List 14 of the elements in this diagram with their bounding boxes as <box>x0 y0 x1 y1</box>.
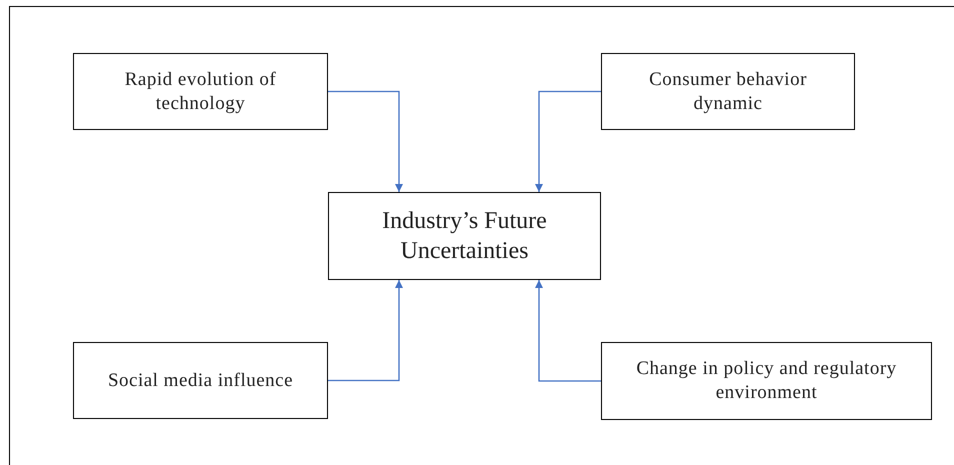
arrow <box>535 90 601 192</box>
arrow <box>328 90 403 192</box>
box-label: Consumer behavior dynamic <box>648 68 808 116</box>
process-box <box>73 342 328 419</box>
box-label: Social media influence <box>106 368 294 392</box>
process-box <box>328 192 601 280</box>
process-box <box>73 53 328 130</box>
arrow <box>535 280 601 382</box>
arrow <box>328 280 403 382</box>
box-label: Industry’s Future Uncertainties <box>381 207 548 266</box>
box-label: Change in policy and regulatory environment <box>635 357 898 405</box>
process-box <box>601 53 855 130</box>
process-box <box>601 342 932 420</box>
box-label: Rapid evolution of technology <box>124 68 278 116</box>
